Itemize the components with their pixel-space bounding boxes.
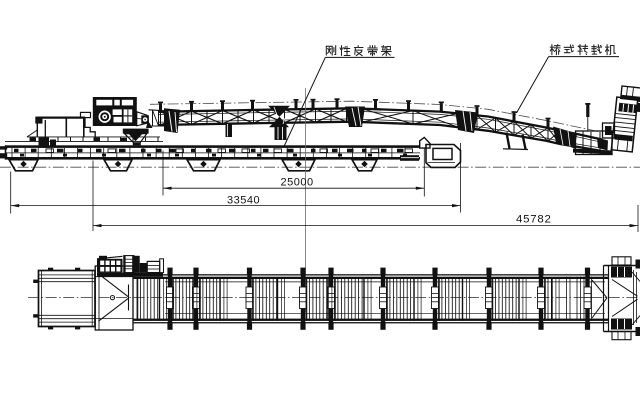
svg-text:33540: 33540	[227, 195, 260, 207]
svg-text:25000: 25000	[281, 176, 314, 188]
svg-text:45782: 45782	[516, 214, 552, 226]
